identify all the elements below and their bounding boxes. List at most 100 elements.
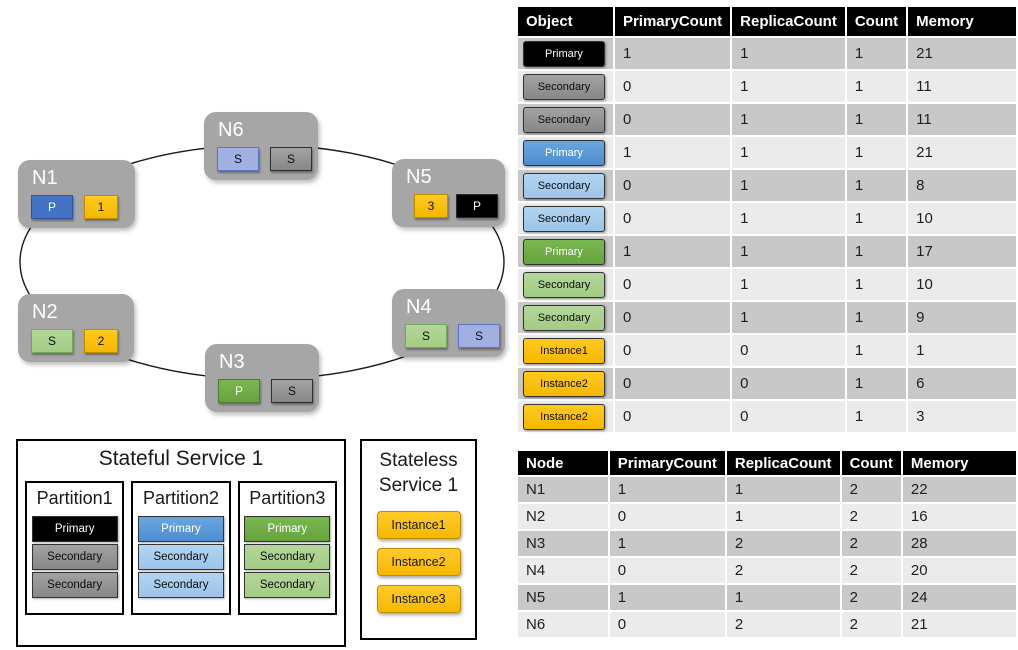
node-cell: N5	[518, 585, 608, 610]
column-header: Memory	[902, 451, 1016, 475]
stateless-service-title: Stateless Service 1	[378, 450, 459, 496]
value-cell: 1	[846, 401, 907, 432]
object-badge: Secondary	[523, 172, 605, 199]
object-badge: Instance1	[523, 337, 605, 364]
object-cell: Primary	[518, 236, 613, 267]
value-cell: 1	[846, 302, 907, 333]
value-cell: 1	[732, 104, 845, 135]
value-cell: 1	[846, 71, 907, 102]
replica-chip: 1	[84, 195, 118, 219]
value-cell: 6	[908, 368, 1016, 399]
value-cell: 0	[609, 612, 725, 637]
column-header: Node	[518, 451, 608, 475]
value-cell: 0	[614, 203, 731, 234]
value-cell: 1	[732, 71, 845, 102]
value-cell: 11	[908, 104, 1016, 135]
object-cell: Secondary	[518, 170, 613, 201]
object-cell: Primary	[518, 38, 613, 69]
stateful-service-title: Stateful Service 1	[98, 447, 264, 470]
object-badge: Primary	[523, 40, 605, 67]
value-cell: 1	[732, 236, 845, 267]
value-cell: 9	[908, 302, 1016, 333]
node-label: N3	[219, 351, 245, 373]
value-cell: 22	[902, 477, 1016, 502]
replica-item: Primary	[244, 516, 331, 542]
value-cell: 2	[726, 612, 840, 637]
replica-item: Secondary	[137, 572, 224, 598]
node-label: N2	[32, 301, 58, 323]
object-cell: Instance1	[518, 335, 613, 366]
replica-item: Secondary	[137, 544, 224, 570]
value-cell: 16	[902, 504, 1016, 529]
object-badge: Instance2	[523, 370, 605, 397]
value-cell: 1	[846, 38, 907, 69]
object-cell: Secondary	[518, 269, 613, 300]
replica-item: Primary	[137, 516, 224, 542]
object-badge: Secondary	[523, 106, 605, 133]
replica-item: Primary	[31, 516, 118, 542]
value-cell: 10	[908, 269, 1016, 300]
column-header: PrimaryCount	[609, 451, 725, 475]
replica-item: Secondary	[244, 572, 331, 598]
value-cell: 1	[846, 236, 907, 267]
value-cell: 0	[614, 302, 731, 333]
replica-chip: P	[218, 379, 260, 403]
replica-chip: P	[456, 194, 498, 218]
replica-chip: S	[270, 147, 312, 171]
value-cell: 21	[908, 137, 1016, 168]
replica-chip: 3	[414, 194, 448, 218]
node-cell: N1	[518, 477, 608, 502]
value-cell: 0	[614, 401, 731, 432]
value-cell: 1	[846, 170, 907, 201]
value-cell: 21	[902, 612, 1016, 637]
value-cell: 0	[732, 401, 845, 432]
object-cell: Secondary	[518, 203, 613, 234]
value-cell: 8	[908, 170, 1016, 201]
node-cell: N3	[518, 531, 608, 556]
partition-title: Partition1	[36, 488, 113, 508]
replica-chip: S	[31, 329, 73, 353]
column-header: PrimaryCount	[614, 7, 731, 36]
value-cell: 21	[908, 38, 1016, 69]
object-badge: Instance2	[523, 403, 605, 430]
value-cell: 0	[732, 335, 845, 366]
node-label: N5	[406, 166, 432, 188]
replica-chip: S	[458, 324, 500, 348]
column-header: ReplicaCount	[726, 451, 840, 475]
value-cell: 0	[614, 104, 731, 135]
object-cell: Secondary	[518, 302, 613, 333]
value-cell: 11	[908, 71, 1016, 102]
value-cell: 1	[614, 137, 731, 168]
value-cell: 2	[841, 558, 901, 583]
value-cell: 1	[846, 104, 907, 135]
replica-chip: S	[271, 379, 313, 403]
object-cell: Secondary	[518, 104, 613, 135]
